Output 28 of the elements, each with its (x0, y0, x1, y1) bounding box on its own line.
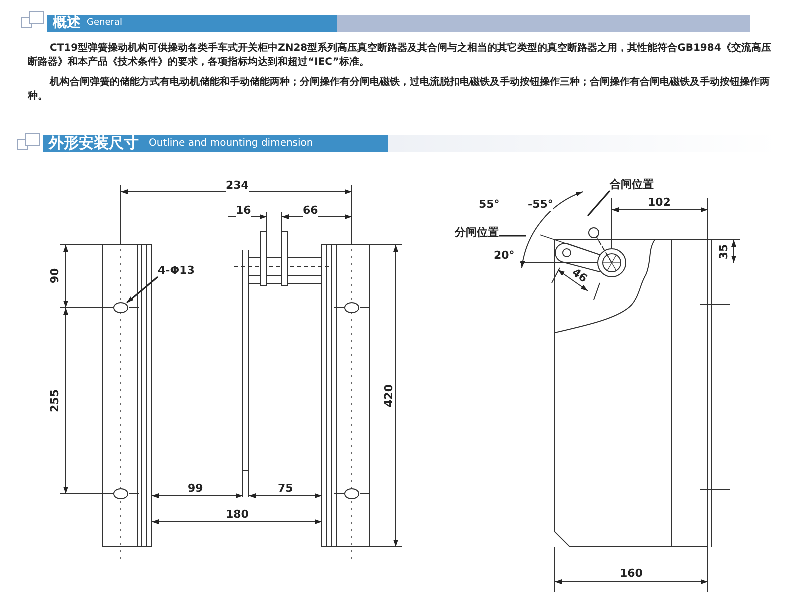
dimension-label: 16 (236, 205, 252, 217)
leader-line (587, 190, 611, 217)
dimension-label: 66 (303, 205, 318, 217)
section-heading: 概述 (53, 15, 81, 32)
dimension-label: -55° (528, 199, 554, 211)
leader-line (499, 235, 526, 237)
section-heading: 外形安装尺寸 (49, 135, 139, 152)
dimension-label: 102 (648, 197, 671, 209)
dimension-label: 20° (494, 250, 515, 262)
dimension-label: 35 (718, 244, 731, 260)
callout-label: 分闸位置 (455, 226, 499, 239)
dimension-label: 99 (188, 483, 204, 495)
dimension-label: 55° (479, 199, 500, 211)
section-subheading: Outline and mounting dimension (149, 137, 314, 151)
dimension-label: 90 (50, 268, 62, 284)
dimension-label: 234 (226, 180, 249, 192)
callout-label: 合闸位置 (610, 178, 654, 191)
section-header-band (47, 15, 750, 32)
dimension-label: 420 (383, 384, 396, 408)
paragraph: 机构合闸弹簧的储能方式有电动机储能和手动储能两种；分闸操作有分闸电磁铁，过电流脱扣电磁铁及手动按钮操作三种；合闸操作有合闸电磁铁及手动按钮操作两种。 (28, 76, 771, 104)
section-subheading: General (87, 17, 122, 30)
leader-line (126, 276, 159, 304)
paragraph: CT19型弹簧操动机构可供操动各类手车式开关柜中ZN28型系列高压真空断路器及其合闸与之相当的其它类型的真空断路器之用，其性能符合GB1984《交流高压断路器》和本产品《技术条件》的要求，各项指标均达到和超过“IEC”标准。 (28, 42, 772, 70)
callout-label: 4-Φ13 (158, 264, 195, 277)
dimension-label: 160 (620, 568, 643, 580)
dimension-label: 255 (49, 390, 62, 412)
dimension-label: 180 (226, 509, 249, 521)
dimension-label: 75 (278, 483, 294, 495)
